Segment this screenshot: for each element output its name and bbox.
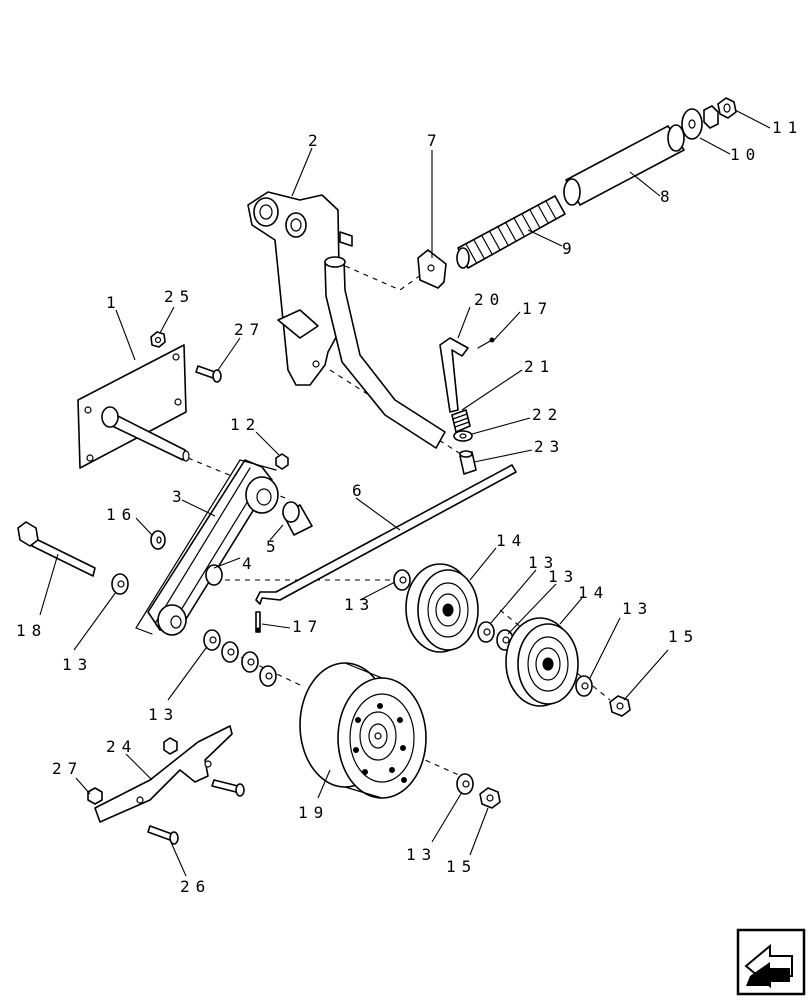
cotter-pin-17-lower-part xyxy=(255,611,261,633)
coil-spring-part xyxy=(456,195,566,269)
callout-10: 10 xyxy=(730,145,761,164)
washer-22-part xyxy=(453,430,473,442)
callout-13-bottom: 13 xyxy=(406,845,437,864)
bushing-5-part xyxy=(282,501,313,536)
small-spring-21-part xyxy=(451,409,471,433)
washers-13-middle-part xyxy=(477,621,514,651)
callout-15-bottom: 15 xyxy=(446,857,477,876)
nut-15-right-part xyxy=(609,695,631,717)
nut-25-part xyxy=(150,331,166,348)
callout-20: 20 xyxy=(474,290,505,309)
pulley-14-upper-part xyxy=(393,563,479,653)
callout-27-lower: 27 xyxy=(52,759,83,778)
callout-13-stack: 13 xyxy=(148,705,179,724)
callout-21: 21 xyxy=(524,357,555,376)
pulley-14-lower-part xyxy=(505,617,579,707)
bracket-24-part xyxy=(94,725,233,823)
callout-9: 9 xyxy=(562,239,578,258)
callout-27: 27 xyxy=(234,320,265,339)
callout-25: 25 xyxy=(164,287,195,306)
callout-22: 22 xyxy=(532,405,563,424)
nut-27-lower-part xyxy=(87,737,178,805)
nut-15-bottom-part xyxy=(479,787,501,809)
callout-13-mid-a: 13 xyxy=(528,553,559,572)
washer-16-part xyxy=(150,530,166,550)
callout-13-upper-pulley: 13 xyxy=(344,595,375,614)
callout-13-right: 13 xyxy=(622,599,653,618)
callout-13-left: 13 xyxy=(62,655,93,674)
callout-labels: 1 25 27 2 7 8 9 10 11 20 17 21 22 23 12 … xyxy=(16,118,803,896)
callout-13-mid-b: 13 xyxy=(548,567,579,586)
callout-8: 8 xyxy=(660,187,676,206)
washer-13-right-part xyxy=(575,675,593,697)
callout-16: 16 xyxy=(106,505,137,524)
spring-anchor-part xyxy=(417,249,447,289)
callout-5: 5 xyxy=(266,537,282,556)
bent-pin-20-part xyxy=(439,337,469,413)
nut-12-part xyxy=(275,453,289,470)
control-rod-6-part xyxy=(255,464,517,605)
callout-26: 26 xyxy=(180,877,211,896)
callout-17-lower: 17 xyxy=(292,617,323,636)
pedal-arm-part xyxy=(324,256,446,449)
callout-2: 2 xyxy=(308,131,324,150)
callout-4: 4 xyxy=(242,554,258,573)
long-bolt-18-part xyxy=(17,521,96,577)
previous-page-nav-button[interactable] xyxy=(736,928,806,996)
leader-lines xyxy=(39,109,771,877)
washer-10-part xyxy=(681,108,703,140)
nut-11-part xyxy=(703,97,737,129)
callout-6: 6 xyxy=(352,481,368,500)
callout-12: 12 xyxy=(230,415,261,434)
washer-stack-part xyxy=(203,629,277,687)
callout-17-upper: 17 xyxy=(522,299,553,318)
cotter-pin-17-upper-part xyxy=(477,337,495,349)
large-pulley-19-part xyxy=(299,662,427,799)
spring-tube-part xyxy=(563,124,685,206)
washer-13-bottom-part xyxy=(456,773,474,795)
callout-7: 7 xyxy=(427,131,443,150)
washer-13-left-part xyxy=(111,573,129,595)
callout-15-right: 15 xyxy=(668,627,699,646)
pedal-bracket-part xyxy=(247,191,353,386)
callout-11: 11 xyxy=(772,118,803,137)
callout-1: 1 xyxy=(106,293,122,312)
idler-arm-part xyxy=(135,459,279,636)
bolt-26-part xyxy=(147,779,245,845)
mounting-plate-part xyxy=(77,344,190,469)
callout-23: 23 xyxy=(534,437,565,456)
callout-14-lower: 14 xyxy=(578,583,609,602)
callout-14-upper: 14 xyxy=(496,531,527,550)
callout-3: 3 xyxy=(172,487,188,506)
callout-18: 18 xyxy=(16,621,47,640)
callout-24: 24 xyxy=(106,737,137,756)
spring-coils xyxy=(465,200,557,263)
bushing-23-part xyxy=(459,450,477,475)
callout-19: 19 xyxy=(298,803,329,822)
previous-page-arrow-icon xyxy=(744,943,793,989)
bolt-27-upper-part xyxy=(195,365,222,383)
